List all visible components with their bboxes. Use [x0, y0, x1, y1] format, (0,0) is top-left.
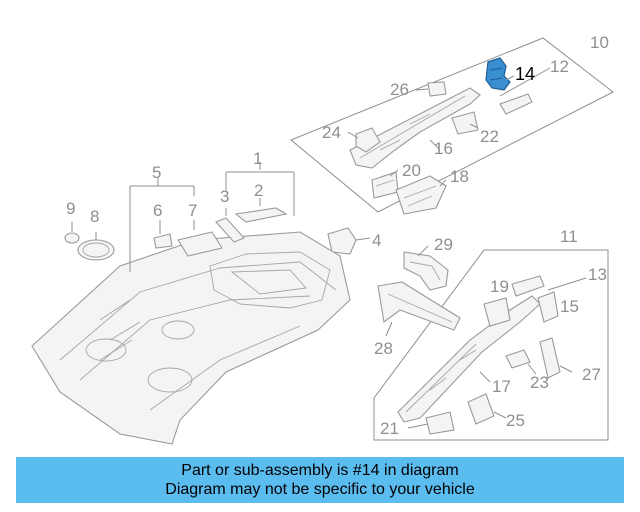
- callout-12: 12: [550, 57, 569, 76]
- callout-2: 2: [254, 181, 263, 200]
- callout-24: 24: [322, 123, 341, 142]
- callout-3: 3: [220, 187, 229, 206]
- info-banner: Part or sub-assembly is #14 in diagram D…: [16, 457, 624, 503]
- frame-group-11: [373, 249, 609, 441]
- callout-14: 14: [515, 64, 535, 84]
- part-19: [483, 297, 511, 327]
- callout-1: 1: [253, 149, 262, 168]
- callout-23: 23: [530, 373, 549, 392]
- callout-28: 28: [374, 339, 393, 358]
- frame-group-10: [290, 37, 614, 215]
- part-14-highlighted: [485, 57, 511, 91]
- callout-20: 20: [402, 161, 421, 180]
- callout-8: 8: [90, 207, 99, 226]
- banner-line-1: Part or sub-assembly is #14 in diagram: [181, 462, 459, 479]
- callout-17: 17: [492, 377, 511, 396]
- part-4: [327, 227, 357, 255]
- callout-25: 25: [506, 411, 525, 430]
- part-23: [505, 349, 531, 369]
- part-6: [153, 233, 173, 249]
- part-7: [177, 231, 223, 257]
- callout-13: 13: [588, 265, 607, 284]
- part-16-rail: [349, 87, 481, 169]
- callout-6: 6: [153, 201, 162, 220]
- part-18: [395, 175, 447, 215]
- part-28: [377, 281, 461, 331]
- banner-line-2: Diagram may not be specific to your vehi…: [165, 481, 475, 498]
- part-20: [371, 171, 399, 199]
- part-26: [427, 81, 447, 97]
- callout-7: 7: [188, 201, 197, 220]
- callout-labels: 1 2 3 4 5 6 7 8 9 10 11 12 13 14 15 16 1…: [66, 33, 609, 438]
- callout-26: 26: [390, 80, 409, 99]
- part-2: [234, 207, 288, 223]
- parts-diagram: 1 2 3 4 5 6 7 8 9 10 11 12 13 14 15 16 1…: [31, 33, 614, 445]
- part-21: [425, 411, 455, 435]
- callout-27: 27: [582, 365, 601, 384]
- part-12: [499, 93, 533, 115]
- callout-4: 4: [372, 231, 381, 250]
- floor-pan-group: [31, 162, 351, 445]
- part-3: [215, 217, 245, 243]
- part-27: [539, 337, 561, 379]
- callout-29: 29: [434, 235, 453, 254]
- callout-22: 22: [480, 127, 499, 146]
- part-24: [355, 127, 381, 153]
- part-13: [511, 275, 545, 297]
- part-29: [403, 251, 449, 291]
- callout-9: 9: [66, 199, 75, 218]
- part-9: [64, 232, 80, 244]
- part-15: [537, 291, 559, 323]
- callout-15: 15: [560, 297, 579, 316]
- callout-19: 19: [490, 277, 509, 296]
- part-22: [451, 111, 479, 135]
- part-25: [467, 393, 495, 425]
- middle-parts: [327, 227, 461, 337]
- callout-5: 5: [152, 163, 161, 182]
- callout-16: 16: [434, 139, 453, 158]
- callout-21: 21: [380, 419, 399, 438]
- callout-18: 18: [450, 167, 469, 186]
- callout-10: 10: [590, 33, 609, 52]
- callout-11: 11: [560, 227, 578, 246]
